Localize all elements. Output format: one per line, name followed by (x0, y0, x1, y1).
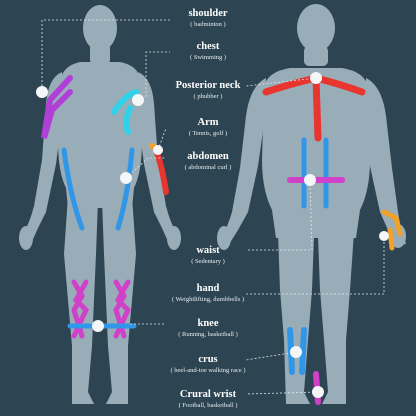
label-hand: hand ( Weightlifting, dumbbells ) (166, 283, 250, 304)
label-wrist: Crural wrist ( Football, basketball ) (166, 389, 250, 410)
front-abdomen-left (61, 147, 85, 231)
label-chest: chest ( Swimming ) (166, 41, 250, 62)
label-neck-title: Posterior neck (175, 80, 241, 91)
hotspot-hand (379, 231, 389, 241)
hotspot-abdomen (120, 172, 132, 184)
label-waist-title: waist (196, 245, 220, 256)
label-chest-sub: ( Swimming ) (189, 54, 227, 61)
label-abdomen-title: abdomen (187, 151, 229, 162)
front-chest-muscle (111, 89, 139, 135)
back-muscles (262, 74, 403, 405)
back-crus-right (299, 327, 307, 375)
hotspot-chest (132, 94, 144, 106)
label-hand-sub: ( Weightlifting, dumbbells ) (171, 296, 245, 303)
label-knee-sub: ( Running, basketball ) (178, 331, 238, 338)
label-neck: Posterior neck ( phubber ) (166, 80, 250, 101)
hotspot-neck (310, 72, 322, 84)
label-crus-title: crus (198, 354, 218, 365)
hotspot-wrist (312, 386, 324, 398)
label-arm-sub: ( Tennis, golf ) (188, 130, 228, 137)
label-knee: knee ( Running, basketball ) (166, 318, 250, 339)
label-crus-sub: ( heel-and-toe walking race ) (170, 367, 246, 374)
label-shoulder-title: shoulder (188, 8, 228, 19)
label-chest-title: chest (196, 41, 220, 52)
label-shoulder: shoulder ( badminton ) (166, 8, 250, 29)
hotspot-waist (304, 174, 316, 186)
front-abdomen-right (115, 147, 135, 231)
label-knee-title: knee (197, 318, 219, 329)
label-arm: Arm ( Tennis, golf ) (166, 117, 250, 138)
hotspot-crus (290, 346, 302, 358)
label-wrist-title: Crural wrist (179, 389, 237, 400)
hotspot-knee (92, 320, 104, 332)
label-arm-title: Arm (197, 117, 219, 128)
label-crus: crus ( heel-and-toe walking race ) (166, 354, 250, 375)
label-neck-sub: ( phubber ) (193, 93, 223, 100)
front-knee-right (113, 279, 132, 339)
label-hand-title: hand (196, 283, 220, 294)
hotspot-shoulder (36, 86, 48, 98)
label-waist: waist ( Sedentary ) (166, 245, 250, 266)
label-abdomen: abdomen ( abdominal curl ) (166, 151, 250, 172)
hotspots (36, 72, 389, 398)
hotspot-arm (153, 145, 163, 155)
back-hand-muscle (381, 209, 403, 251)
label-shoulder-sub: ( badminton ) (190, 21, 226, 28)
back-body (217, 4, 406, 404)
front-shoulder-muscle (41, 75, 73, 139)
front-knee-left (71, 279, 90, 339)
label-abdomen-sub: ( abdominal curl ) (184, 164, 232, 171)
label-wrist-sub: ( Football, basketball ) (178, 402, 238, 409)
front-body (19, 5, 181, 404)
label-waist-sub: ( Sedentary ) (191, 258, 225, 265)
